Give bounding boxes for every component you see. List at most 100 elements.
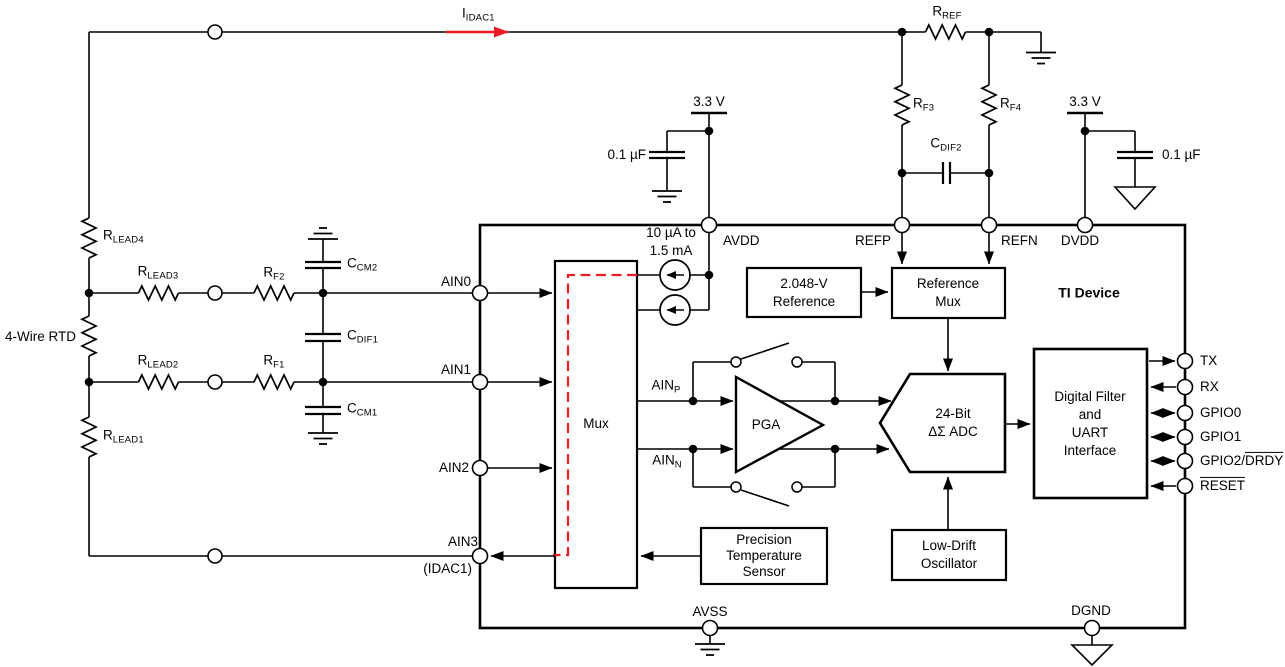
resistor-rf4 — [980, 84, 998, 126]
avss-pin-label: AVSS — [692, 603, 728, 619]
chassis-ground-dgnd — [1070, 644, 1114, 667]
refmux-block — [890, 266, 1007, 320]
vref-label-line2: Reference — [772, 293, 836, 309]
ainp-signal-label: AINP — [651, 377, 681, 396]
pin-reset — [1176, 477, 1194, 495]
temp-sensor-label-line3: Sensor — [742, 563, 786, 579]
gpio0-pin-label: GPIO0 — [1200, 404, 1242, 420]
earth-ground-avdd-cap — [652, 190, 682, 203]
refn-pin-label: REFN — [1001, 232, 1038, 248]
cdif1-label: CDIF1 — [347, 327, 379, 346]
cdif2-label: CDIF2 — [930, 135, 962, 154]
chassis-ground-dvdd-cap — [1113, 186, 1157, 211]
earth-ground-rref — [1026, 51, 1056, 65]
temp-sensor-label-line1: Precision — [736, 531, 792, 547]
pin-ain2 — [471, 459, 489, 477]
pin-dgnd — [1083, 619, 1101, 637]
ainn-signal-label: AINN — [652, 452, 682, 471]
avdd-rail-label: 3.3 V — [693, 93, 725, 109]
resistor-rref — [924, 23, 967, 41]
ain3-idac-label: (IDAC1) — [423, 560, 472, 576]
idac1-route-dashed — [553, 273, 637, 557]
pin-gpio2 — [1176, 452, 1194, 470]
resistor-rf1 — [253, 373, 295, 391]
pin-dvdd — [1076, 216, 1094, 234]
rlead2-label: RLEAD2 — [137, 352, 179, 371]
digital-label-line4: Interface — [1063, 442, 1117, 458]
ti-device-outline — [478, 223, 1187, 630]
ccm2-label: CCM2 — [347, 255, 378, 274]
inline-connectors — [207, 24, 223, 564]
rref-label: RREF — [932, 3, 962, 22]
capacitor-ccm1 — [305, 405, 341, 416]
avdd-pin-label: AVDD — [723, 232, 760, 248]
adc-label-line1: 24-Bit — [935, 405, 971, 421]
idac-range-line2: 1.5 mA — [649, 242, 693, 258]
idac-range-line1: 10 µA to — [646, 224, 696, 240]
gpio1-pin-label: GPIO1 — [1200, 428, 1242, 444]
capacitor-ccm2 — [305, 260, 341, 270]
oscillator-block — [890, 528, 1008, 582]
resistors — [80, 23, 998, 458]
vref-block — [745, 266, 863, 319]
resistor-rtd — [80, 315, 98, 357]
ain3-pin-label: AIN3 — [447, 533, 478, 549]
rlead1-label: RLEAD1 — [103, 427, 144, 446]
avdd-cap-label: 0.1 µF — [607, 146, 646, 162]
rlead4-label: RLEAD4 — [103, 227, 144, 246]
refmux-label-line1: Reference — [916, 275, 980, 291]
ain2-pin-label: AIN2 — [438, 459, 469, 475]
rf4-label: RF4 — [1000, 95, 1022, 114]
capacitor-cdif2 — [941, 162, 952, 184]
capacitor-dvdd-bypass — [1117, 150, 1153, 160]
digital-label-line1: Digital Filter — [1054, 388, 1126, 404]
current-sources — [659, 259, 691, 326]
dvdd-pin-label: DVDD — [1060, 232, 1100, 248]
dgnd-pin-label: DGND — [1071, 602, 1111, 618]
mux-block-label: Mux — [583, 415, 609, 431]
resistor-rf3 — [893, 84, 911, 126]
pin-rx — [1176, 378, 1194, 396]
resistor-rlead2 — [137, 373, 180, 391]
idac1-current-label: IIDAC1 — [462, 5, 495, 24]
rf1-label: RF1 — [263, 352, 285, 371]
pin-ain1 — [471, 373, 489, 391]
tx-pin-label: TX — [1200, 352, 1218, 368]
device-title: TI Device — [1058, 284, 1120, 301]
resistor-rlead1 — [80, 416, 98, 458]
capacitor-avdd-bypass — [649, 150, 685, 160]
resistor-rlead4 — [80, 217, 98, 259]
pin-refp — [893, 216, 911, 234]
adc-block — [878, 372, 1007, 474]
reset-pin-label: RESET — [1200, 477, 1246, 493]
dvdd-cap-label: 0.1 µF — [1162, 146, 1201, 162]
adc-label-line2: ΔΣ ADC — [928, 423, 978, 439]
ain0-pin-label: AIN0 — [440, 273, 471, 289]
digital-label-line3: UART — [1071, 424, 1109, 440]
capacitors — [305, 150, 1153, 416]
earth-ground-avss — [695, 643, 725, 656]
pin-gpio1 — [1176, 428, 1194, 446]
pin-avdd — [700, 216, 718, 234]
earth-ground-ccm1 — [308, 432, 338, 445]
digital-filter-block — [1032, 347, 1149, 500]
pin-gpio0 — [1176, 404, 1194, 422]
rf3-label: RF3 — [913, 95, 935, 114]
current-source-arrows — [666, 271, 684, 314]
junction-dots — [84, 27, 1090, 454]
pin-refn — [980, 216, 998, 234]
pin-avss — [701, 619, 719, 637]
pga-block-label: PGA — [751, 416, 781, 432]
temp-sensor-label-line2: Temperature — [726, 547, 802, 563]
switch-contacts — [730, 356, 803, 493]
dvdd-rail-label: 3.3 V — [1069, 93, 1101, 109]
ain1-pin-label: AIN1 — [440, 361, 471, 377]
rtd-label: 4-Wire RTD — [4, 328, 76, 344]
earth-ground-ccm2 — [308, 227, 338, 240]
capacitor-cdif1 — [305, 332, 341, 343]
oscillator-label-line2: Oscillator — [920, 555, 978, 571]
resistor-rlead3 — [137, 284, 180, 302]
vref-label-line1: 2.048-V — [780, 275, 828, 291]
